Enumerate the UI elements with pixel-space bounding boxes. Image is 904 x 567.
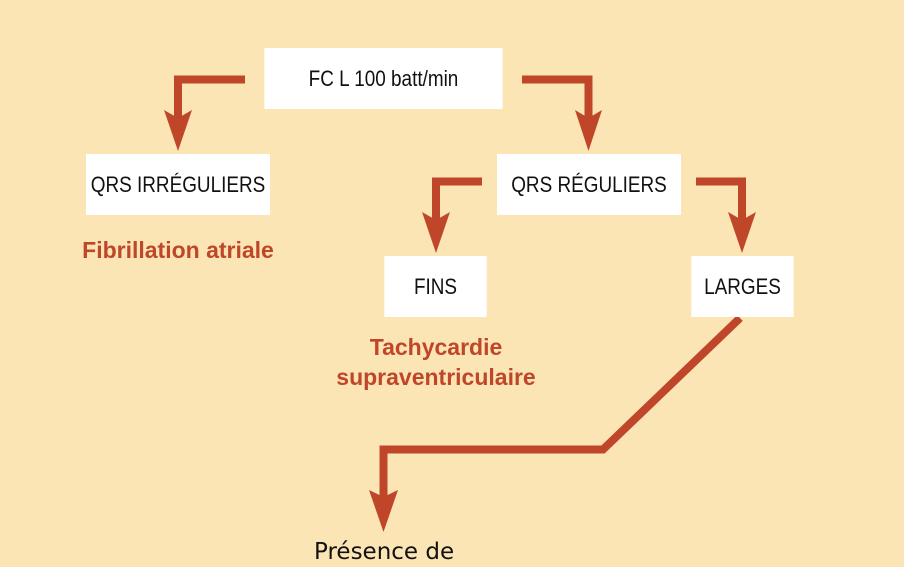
node-qrs-regular-label: QRS RÉGULIERS (511, 171, 667, 197)
arrow-wide-to-bottom (369, 315, 743, 532)
result-svt-line1: Tachycardie (369, 334, 503, 360)
node-qrs-wide: LARGES (691, 256, 794, 317)
node-qrs-narrow: FINS (384, 256, 487, 317)
arrow-root-to-regular (522, 75, 602, 151)
node-qrs-regular: QRS RÉGULIERS (496, 154, 682, 215)
node-qrs-irregular: QRS IRRÉGULIERS (85, 154, 271, 215)
result-svt: Tachycardie supraventriculaire (306, 332, 566, 392)
node-heart-rate: FC L 100 batt/min (264, 48, 503, 109)
node-qrs-narrow-label: FINS (413, 273, 458, 299)
result-atrial-fibrillation-text: Fibrillation atriale (82, 237, 274, 263)
arrow-regular-to-narrow (422, 177, 482, 253)
node-qrs-wide-label: LARGES (704, 273, 781, 299)
arrow-root-to-irregular (164, 75, 245, 151)
node-qrs-irregular-label: QRS IRRÉGULIERS (90, 171, 266, 197)
result-svt-line2: supraventriculaire (336, 364, 536, 390)
node-heart-rate-label: FC L 100 batt/min (308, 65, 459, 91)
arrow-regular-to-wide (696, 177, 756, 253)
result-atrial-fibrillation: Fibrillation atriale (60, 235, 296, 265)
bottom-note: Présence de (314, 539, 455, 565)
